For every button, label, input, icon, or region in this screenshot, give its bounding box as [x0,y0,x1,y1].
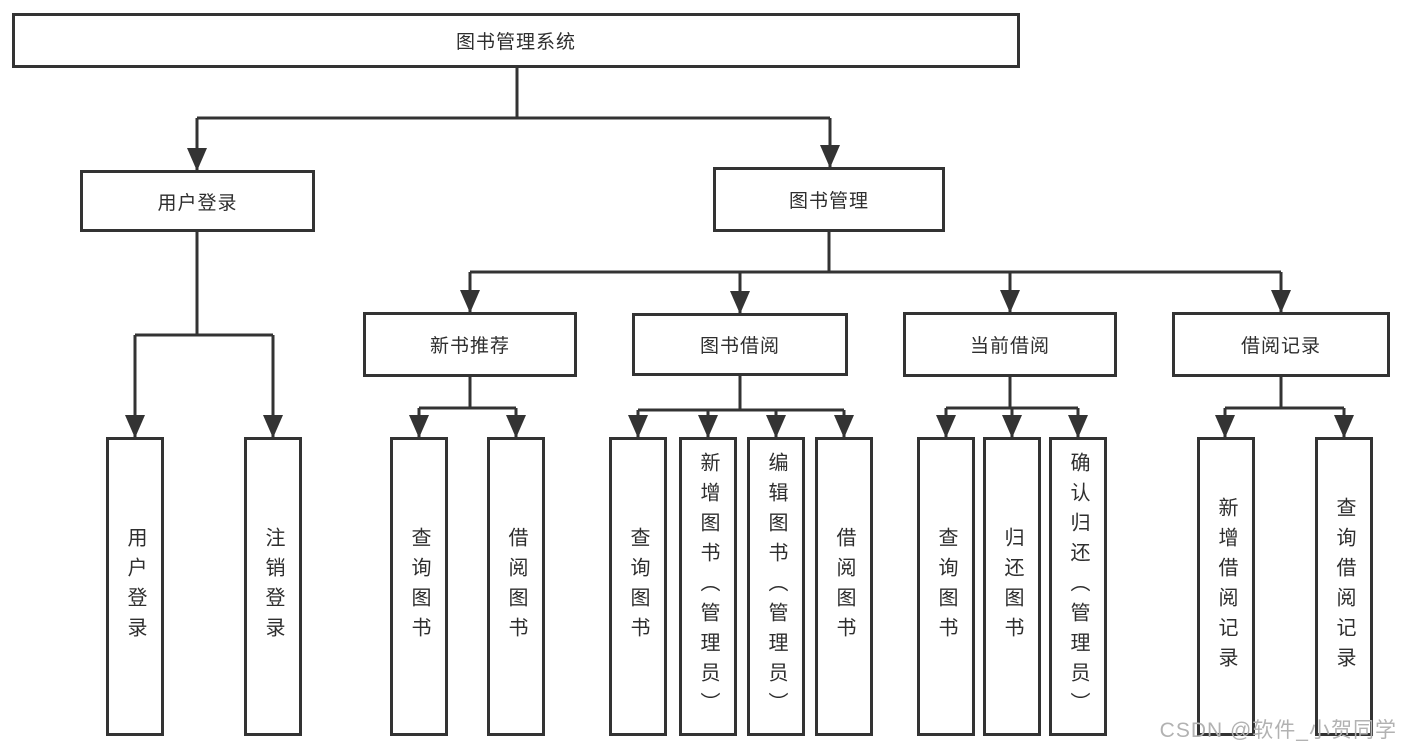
leaf-user-login: 用户登录 [106,437,164,736]
leaf-return-books: 归还图书 [983,437,1041,736]
leaf-query-books-borrowing-label: 查询图书 [627,526,649,647]
leaf-edit-books-admin-label: 编辑图书（管理员） [765,451,787,722]
node-current-borrowing-label: 当前借阅 [969,336,1050,357]
leaf-query-books-recommend-label: 查询图书 [408,526,430,647]
node-borrowing-records: 借阅记录 [1172,312,1390,377]
node-new-book-recommend: 新书推荐 [363,312,577,377]
leaf-borrow-books-label: 借阅图书 [833,526,855,647]
leaf-query-books-borrowing: 查询图书 [609,437,667,736]
leaf-add-borrow-record: 新增借阅记录 [1197,437,1255,736]
node-book-management-label: 图书管理 [788,191,869,212]
node-root-label: 图书管理系统 [455,32,576,53]
leaf-add-borrow-record-label: 新增借阅记录 [1215,496,1237,677]
node-book-borrowing: 图书借阅 [632,313,848,376]
csdn-watermark: CSDN @软件_小贺同学 [1159,719,1397,742]
leaf-query-books-current-label: 查询图书 [935,526,957,647]
node-borrowing-records-label: 借阅记录 [1240,336,1321,357]
leaf-logout-label: 注销登录 [262,526,284,647]
node-user-login-label: 用户登录 [157,192,238,214]
leaf-query-borrow-record: 查询借阅记录 [1315,437,1373,736]
leaf-query-books-recommend: 查询图书 [390,437,448,736]
leaf-add-books-admin: 新增图书（管理员） [679,437,737,736]
node-user-login: 用户登录 [80,170,315,232]
leaf-confirm-return-admin: 确认归还（管理员） [1049,437,1107,736]
leaf-borrow-books-recommend-label: 借阅图书 [505,526,527,647]
leaf-query-books-current: 查询图书 [917,437,975,736]
leaf-logout: 注销登录 [244,437,302,736]
leaf-add-books-admin-label: 新增图书（管理员） [697,451,719,722]
leaf-query-borrow-record-label: 查询借阅记录 [1333,496,1355,677]
leaf-borrow-books-recommend: 借阅图书 [487,437,545,736]
node-new-book-recommend-label: 新书推荐 [429,336,510,357]
leaf-edit-books-admin: 编辑图书（管理员） [747,437,805,736]
leaf-borrow-books: 借阅图书 [815,437,873,736]
leaf-user-login-label: 用户登录 [124,526,146,647]
node-current-borrowing: 当前借阅 [903,312,1117,377]
leaf-confirm-return-admin-label: 确认归还（管理员） [1067,451,1089,722]
node-root: 图书管理系统 [12,13,1020,68]
leaf-return-books-label: 归还图书 [1001,526,1023,647]
node-book-management: 图书管理 [713,167,945,232]
node-book-borrowing-label: 图书借阅 [699,336,780,357]
